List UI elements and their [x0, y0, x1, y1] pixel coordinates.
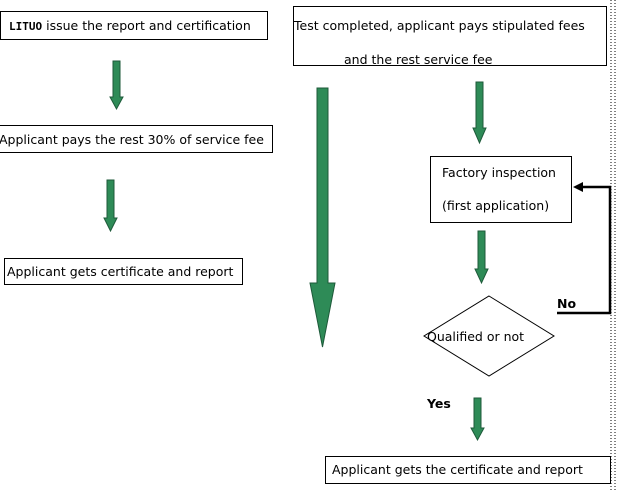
decision-text: Qualified or not	[427, 329, 525, 344]
no-label: No	[557, 296, 577, 311]
get-certificate-text-right: Applicant gets the certificate and repor…	[332, 462, 583, 477]
yes-label: Yes	[427, 396, 451, 411]
brand-label: LITUO	[9, 20, 43, 33]
arrow-right-3	[470, 397, 485, 442]
test-completed-box: Test completed, applicant pays stipulate…	[293, 6, 607, 67]
decision-diamond	[423, 295, 555, 377]
issue-report-text: issue the report and certification	[46, 18, 251, 33]
get-certificate-text-left: Applicant gets certificate and report	[7, 264, 234, 279]
pay-rest-fee-text: Applicant pays the rest 30% of service f…	[0, 132, 264, 147]
issue-report-box: LITUO issue the report and certification	[0, 11, 268, 40]
arrow-left-1	[109, 60, 124, 111]
arrow-big-center	[309, 87, 336, 348]
arrow-left-2	[103, 179, 118, 233]
arrow-right-2	[474, 230, 489, 285]
no-loop-line	[557, 185, 612, 315]
pay-rest-fee-box: Applicant pays the rest 30% of service f…	[0, 125, 273, 153]
test-completed-line2: and the rest service fee	[344, 52, 493, 67]
factory-inspection-line1: Factory inspection	[442, 165, 556, 180]
arrow-right-1	[472, 81, 487, 145]
factory-inspection-line2: (first application)	[442, 198, 550, 213]
get-certificate-box-left: Applicant gets certificate and report	[4, 258, 243, 285]
test-completed-line1: Test completed, applicant pays stipulate…	[294, 18, 585, 33]
no-loop-arrowhead	[573, 182, 583, 192]
factory-inspection-box: Factory inspection (first application)	[430, 156, 572, 223]
get-certificate-box-right: Applicant gets the certificate and repor…	[325, 456, 611, 484]
